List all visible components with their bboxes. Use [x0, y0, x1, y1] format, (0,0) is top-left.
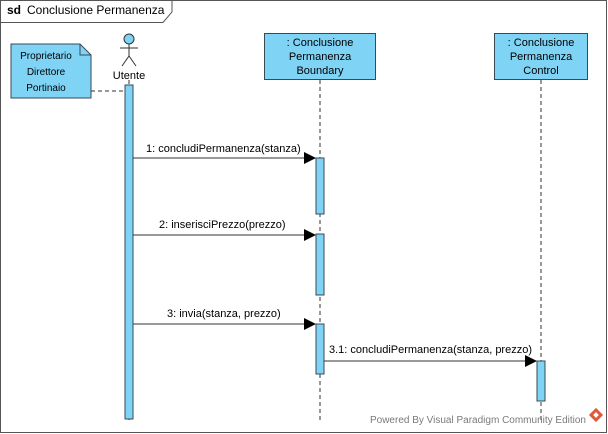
boundary-activation-2	[315, 233, 325, 296]
message-label-4: 3.1: concludiPermanenza(stanza, prezzo)	[329, 344, 532, 356]
boundary-activation-3	[315, 323, 325, 375]
actor-label: Utente	[112, 70, 146, 82]
watermark-text: Powered By Visual Paradigm Community Edi…	[369, 415, 586, 426]
lifeline-head-line: : Conclusione	[286, 36, 354, 49]
lifeline-head-line: : Conclusione	[507, 36, 575, 49]
message-label-3: 3: invia(stanza, prezzo)	[167, 308, 281, 320]
actor-figure	[120, 33, 138, 67]
lifeline-head-line: Control	[523, 64, 559, 77]
note-shape	[10, 43, 92, 99]
lifeline-head-line: Boundary	[296, 64, 344, 77]
lifeline-head-line: Permanenza	[288, 50, 352, 63]
message-arrow-1	[133, 152, 316, 164]
lifeline-head-control: : Conclusione Permanenza Control	[494, 33, 588, 80]
lifeline-head-line: Permanenza	[509, 50, 573, 63]
note-line: Direttore	[26, 67, 66, 78]
lifeline-head-boundary: : Conclusione Permanenza Boundary	[264, 33, 376, 80]
note-text: Proprietario Direttore Portinaio	[11, 49, 81, 97]
note-fold	[79, 44, 91, 56]
actor-activation	[124, 84, 134, 420]
message-arrow-3	[133, 318, 316, 330]
message-label-1: 1: concludiPermanenza(stanza)	[146, 143, 301, 155]
frame-title: sd Conclusione Permanenza	[7, 3, 164, 17]
message-arrow-4	[324, 355, 537, 367]
message-arrow-2	[133, 229, 316, 241]
frame-keyword: sd	[7, 3, 22, 17]
message-label-2: 2: inserisciPrezzo(prezzo)	[159, 219, 286, 231]
visual-paradigm-logo-icon	[588, 407, 604, 423]
frame-tab	[0, 0, 173, 23]
frame-title-text: Conclusione Permanenza	[27, 3, 165, 17]
control-activation	[536, 360, 546, 402]
note-line: Proprietario	[20, 51, 72, 62]
boundary-activation-1	[315, 157, 325, 215]
note-line: Portinaio	[26, 83, 66, 94]
